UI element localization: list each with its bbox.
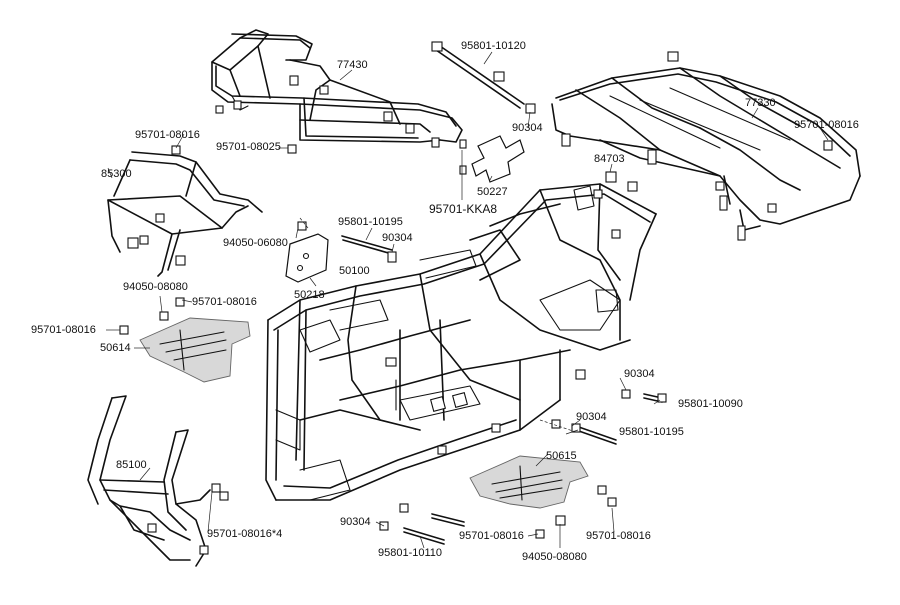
small-bracket-label: 50218: [294, 289, 325, 301]
left-footrest-part: [119, 297, 251, 383]
rear-rack-nut-label: 84703: [594, 153, 625, 165]
top-washer-label: 90304: [512, 122, 543, 134]
rear-rack-part: [551, 51, 861, 241]
bottom-washer-label: 90304: [340, 516, 371, 528]
bottom-long-bolt-label: 95801-10110: [378, 547, 443, 559]
left-bolt-a-label: 95701-08016: [192, 296, 257, 308]
small-bracket-part: [285, 221, 329, 283]
mid-clip-label: 94050-06080: [223, 237, 288, 249]
top-long-bolt-label: 95801-10120: [461, 40, 526, 52]
front-rack-part: [211, 29, 463, 154]
right-bolt-a-label: 95801-10090: [678, 398, 743, 410]
right-bolt-b-label: 95801-10195: [619, 426, 684, 438]
mid-washer-label: 90304: [382, 232, 413, 244]
mid-bolt-label: 95801-10195: [338, 216, 403, 228]
front-guard-upper-part: [107, 145, 263, 277]
left-footrest-label: 50614: [100, 342, 131, 354]
right-washer-a-label: 90304: [624, 368, 655, 380]
front-guard-upper-label: 85300: [101, 168, 132, 180]
left-bolt-b-label: 95701-08016: [31, 324, 96, 336]
kka8-bolt-label: 95701-KKA8: [429, 202, 498, 216]
bottom-clip-label: 94050-08080: [522, 551, 587, 563]
right-footrest-label: 50615: [546, 450, 577, 462]
bottom-right-bolt-label: 95701-08016: [586, 530, 651, 542]
right-washer-b-label: 90304: [576, 411, 607, 423]
front-rack-label: 77430: [337, 59, 368, 71]
right-side-bolts: [551, 389, 667, 445]
left-clip-label: 94050-08080: [123, 281, 188, 293]
rear-rack-bolt-label: 95701-08016: [794, 119, 859, 131]
leader-lines: [106, 51, 829, 549]
center-bracket-label: 50227: [477, 186, 508, 198]
bottom-left-bolt-label: 95701-08016: [459, 530, 524, 542]
main-frame-label: 50100: [339, 265, 370, 277]
bottom-bolts: [379, 485, 617, 545]
main-frame-part: [265, 183, 657, 501]
front-guard-lower-part: [87, 395, 229, 567]
front-guard-top-bolt-label: 95701-08016: [135, 129, 200, 141]
front-guard-lower-label: 85100: [116, 459, 147, 471]
center-bracket-part: [459, 135, 525, 183]
right-footrest-part: [469, 455, 589, 509]
guard-bolt-qty-label: 95701-08016*4: [207, 528, 283, 540]
top-long-bolt-part: [431, 41, 536, 114]
rear-rack-label: 77330: [745, 97, 776, 109]
front-rack-bolt-label: 95701-08025: [216, 141, 281, 153]
